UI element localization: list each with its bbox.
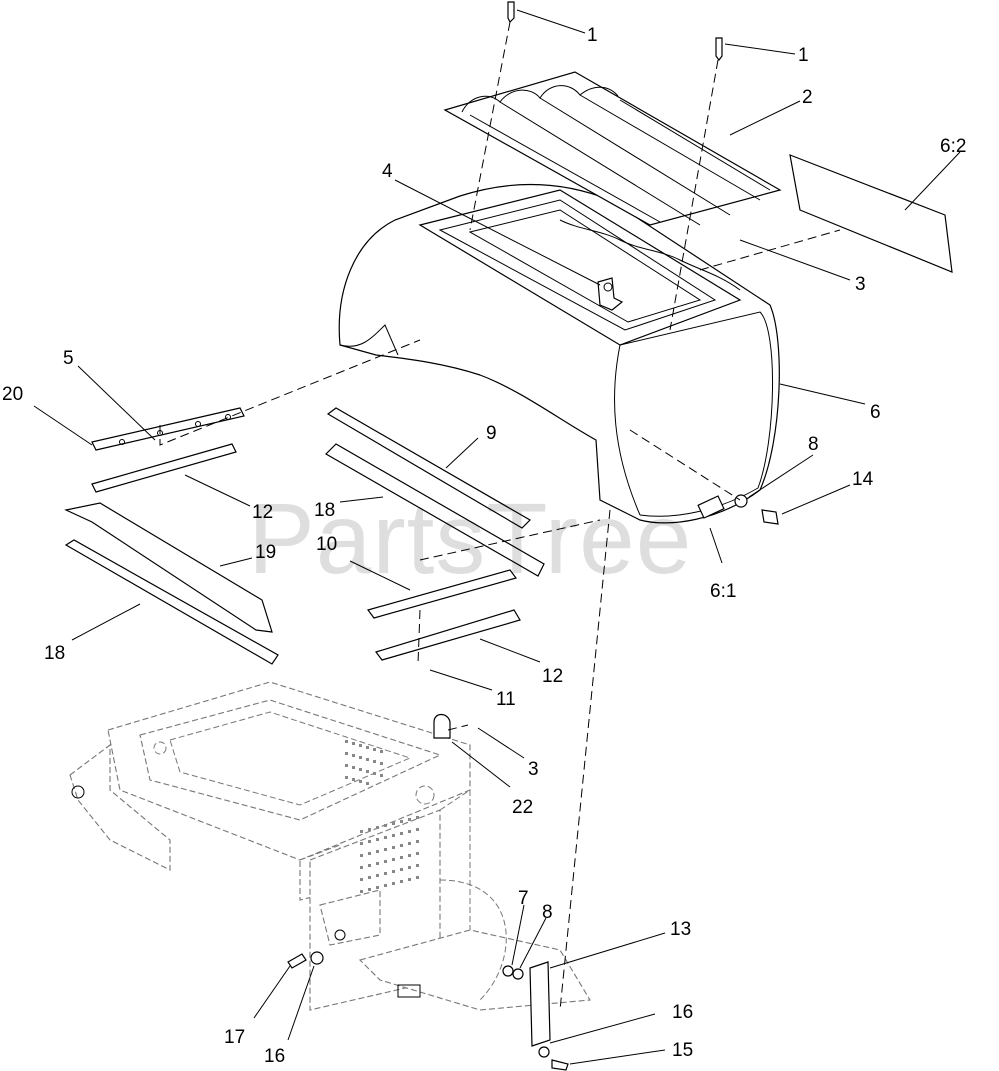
assembly-lines — [159, 21, 841, 1011]
callout-15: 15 — [672, 1040, 693, 1061]
bracket-10 — [366, 569, 518, 619]
callouts: 1 1 2 6:2 4 3 5 20 6 9 8 14 12 18 19 10 … — [2, 25, 966, 1067]
nut-7 — [502, 965, 514, 977]
leader-lines — [33, 9, 961, 1065]
callout-1: 1 — [798, 45, 809, 66]
seat-frame — [69, 681, 591, 1011]
rail-18a — [64, 539, 279, 665]
callout-2: 2 — [802, 87, 813, 108]
rail-18b — [325, 443, 545, 577]
callout-6-1: 6:1 — [710, 581, 736, 602]
callout-6-2: 6:2 — [940, 136, 966, 157]
bracket-13 — [529, 961, 551, 1047]
callout-16: 16 — [672, 1002, 693, 1023]
callout-3: 3 — [855, 274, 866, 295]
callout-8: 8 — [542, 902, 553, 923]
callout-22: 22 — [512, 797, 533, 818]
callout-3: 3 — [528, 759, 539, 780]
washer-16a — [538, 1046, 550, 1058]
bolt-14 — [761, 509, 779, 525]
callout-1: 1 — [587, 25, 598, 46]
bracket-20 — [91, 407, 245, 451]
strip-9 — [326, 407, 531, 529]
callout-19: 19 — [255, 542, 276, 563]
callout-11: 11 — [496, 689, 516, 710]
bolt-15 — [551, 1059, 569, 1071]
watermark: PartsTree — [248, 483, 692, 595]
callout-18: 18 — [44, 643, 65, 664]
callout-6: 6 — [870, 402, 881, 423]
callout-5: 5 — [63, 348, 74, 369]
seat-shroud — [338, 183, 780, 524]
washer-16b — [310, 951, 324, 965]
rail-12a — [91, 443, 237, 493]
pin-17 — [287, 953, 307, 969]
callout-7: 7 — [518, 888, 529, 909]
callout-20: 20 — [2, 384, 23, 405]
washer-8b — [512, 968, 524, 980]
callout-18: 18 — [314, 500, 335, 521]
screw-1b — [715, 37, 723, 61]
washer-8a — [734, 494, 748, 508]
callout-12: 12 — [252, 502, 273, 523]
decal-6-2 — [789, 154, 953, 273]
strip-19 — [64, 502, 273, 633]
screw-1a — [507, 1, 515, 24]
callout-14: 14 — [852, 469, 874, 490]
callout-4: 4 — [382, 161, 393, 182]
callout-12: 12 — [542, 666, 563, 687]
callout-17: 17 — [224, 1027, 245, 1048]
callout-16: 16 — [264, 1046, 285, 1067]
corrugated-panel — [443, 71, 782, 226]
callout-9: 9 — [486, 423, 497, 444]
callout-10: 10 — [316, 534, 337, 555]
rail-12b — [375, 609, 521, 661]
callout-8: 8 — [808, 434, 819, 455]
bushing-22 — [433, 713, 451, 739]
callout-13: 13 — [670, 919, 691, 940]
